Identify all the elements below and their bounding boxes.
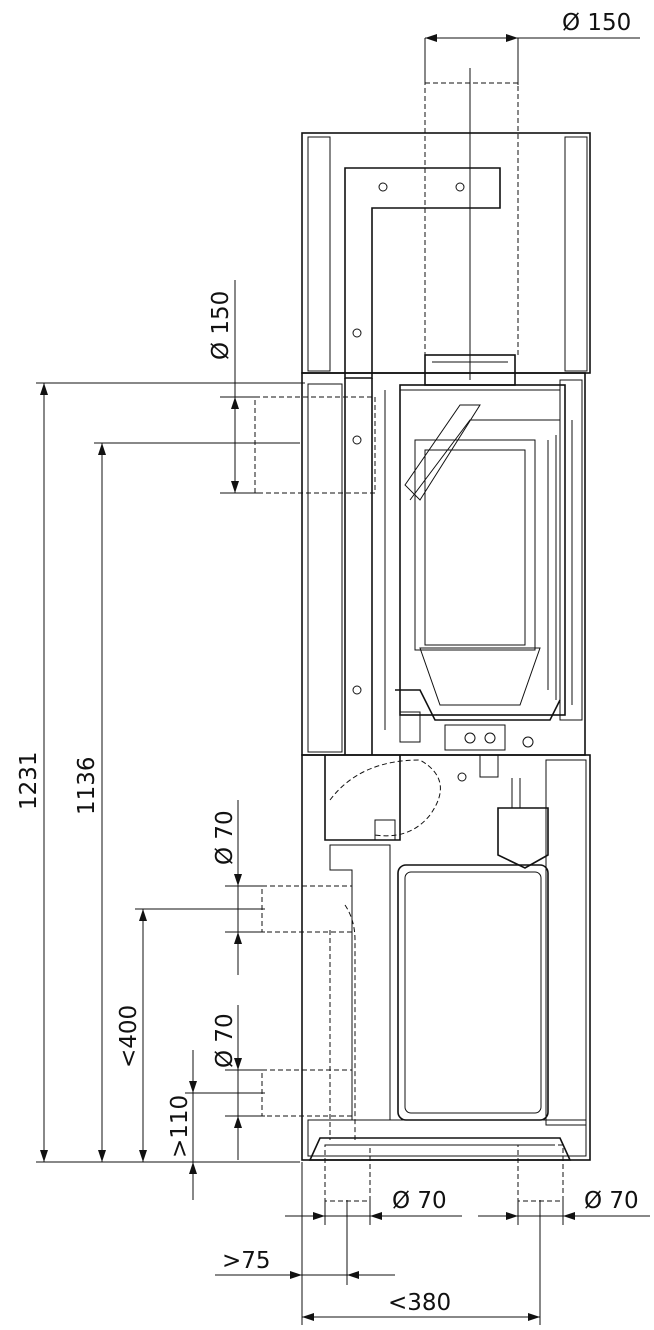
insulation-hatching (307, 136, 588, 1157)
stove-interior (308, 167, 583, 1161)
label-air-inlet-lower-height: >110 (167, 1095, 193, 1158)
bolt-icon (378, 182, 388, 192)
dimension-lines (36, 34, 650, 1325)
bolt-icon (352, 435, 362, 445)
label-air-inlet-upper-height: <400 (116, 1005, 142, 1068)
dimension-labels: Ø 150 Ø 150 1231 1136 Ø 70 <400 Ø 70 >11… (16, 10, 639, 1316)
label-air-inlet-lower-diameter: Ø 70 (212, 1013, 238, 1068)
label-top-flue-diameter: Ø 150 (562, 10, 631, 36)
bolt-icon (352, 328, 362, 338)
bolt-icon (352, 685, 362, 695)
label-rear-flue-height: 1136 (74, 756, 100, 815)
label-rear-flue-diameter: Ø 150 (208, 291, 234, 360)
label-total-height: 1231 (16, 751, 42, 810)
bolt-icon (455, 182, 465, 192)
bolt-icon (457, 772, 467, 782)
label-bottom-inlet-left-diameter: Ø 70 (392, 1188, 447, 1214)
label-air-inlet-upper-diameter: Ø 70 (212, 810, 238, 865)
label-depth: <380 (388, 1290, 451, 1316)
label-wall-offset: >75 (222, 1248, 271, 1274)
label-bottom-inlet-right-diameter: Ø 70 (584, 1188, 639, 1214)
